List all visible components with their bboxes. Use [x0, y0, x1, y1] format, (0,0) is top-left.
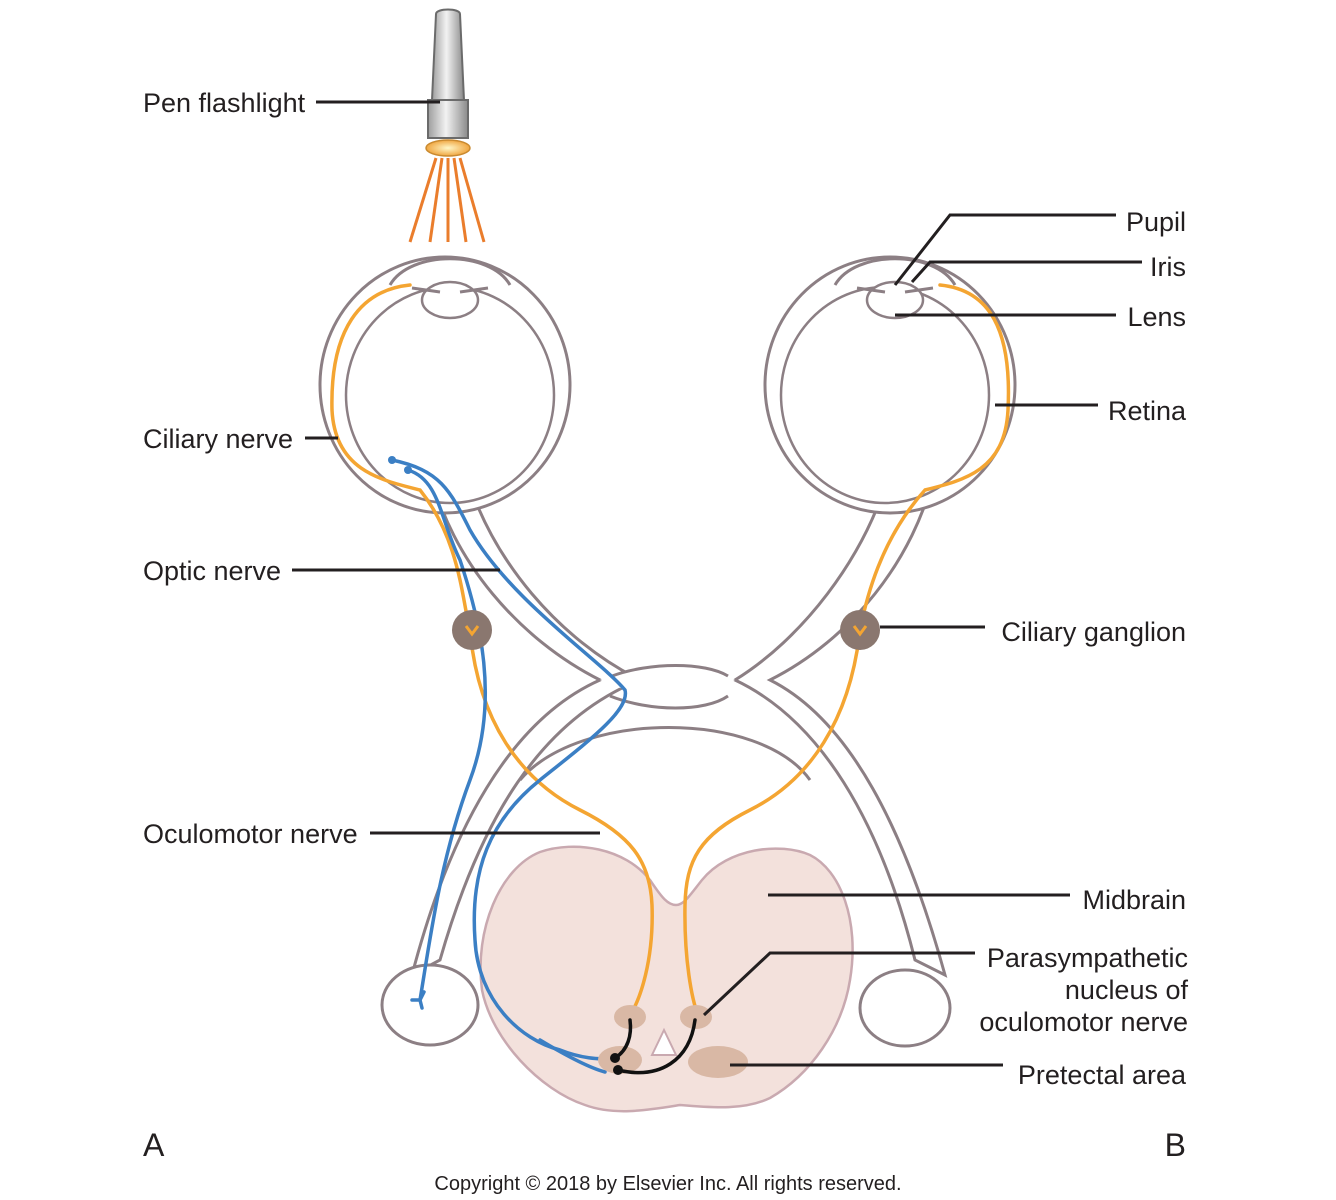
- left-ciliary-ganglion: [452, 610, 492, 650]
- lens-label: Lens: [1127, 302, 1186, 332]
- midbrain-label: Midbrain: [1082, 885, 1186, 915]
- right-ciliary-ganglion: [840, 610, 880, 650]
- right-parasympathetic-nucleus: [680, 1005, 712, 1029]
- optic-nerve-label: Optic nerve: [143, 556, 281, 586]
- pupil-label: Pupil: [1126, 207, 1186, 237]
- ciliary-ganglion-label: Ciliary ganglion: [1001, 617, 1186, 647]
- optic-tract-outline: [412, 470, 945, 975]
- copyright-notice: Copyright © 2018 by Elsevier Inc. All ri…: [434, 1173, 901, 1195]
- retina-label: Retina: [1108, 396, 1187, 426]
- parasympathetic-label-line2: nucleus of: [1065, 975, 1189, 1005]
- oculomotor-nerve-label: Oculomotor nerve: [143, 819, 358, 849]
- right-pretectal-area: [688, 1046, 748, 1078]
- pen-flashlight-label: Pen flashlight: [143, 88, 306, 118]
- ciliary-nerve-label: Ciliary nerve: [143, 424, 293, 454]
- left-tract-bulb: [382, 965, 478, 1045]
- right-tract-bulb: [860, 970, 950, 1046]
- parasympathetic-label-line1: Parasympathetic: [987, 943, 1188, 973]
- pretectal-area-label: Pretectal area: [1018, 1060, 1187, 1090]
- iris-label: Iris: [1150, 252, 1186, 282]
- left-eye: [320, 257, 570, 513]
- pen-flashlight-icon: [410, 10, 484, 243]
- right-eye: [765, 257, 1015, 513]
- parasympathetic-label-line3: oculomotor nerve: [979, 1007, 1188, 1037]
- midbrain-shape: [481, 847, 853, 1111]
- panel-label-b: B: [1165, 1127, 1186, 1163]
- panel-label-a: A: [143, 1127, 165, 1163]
